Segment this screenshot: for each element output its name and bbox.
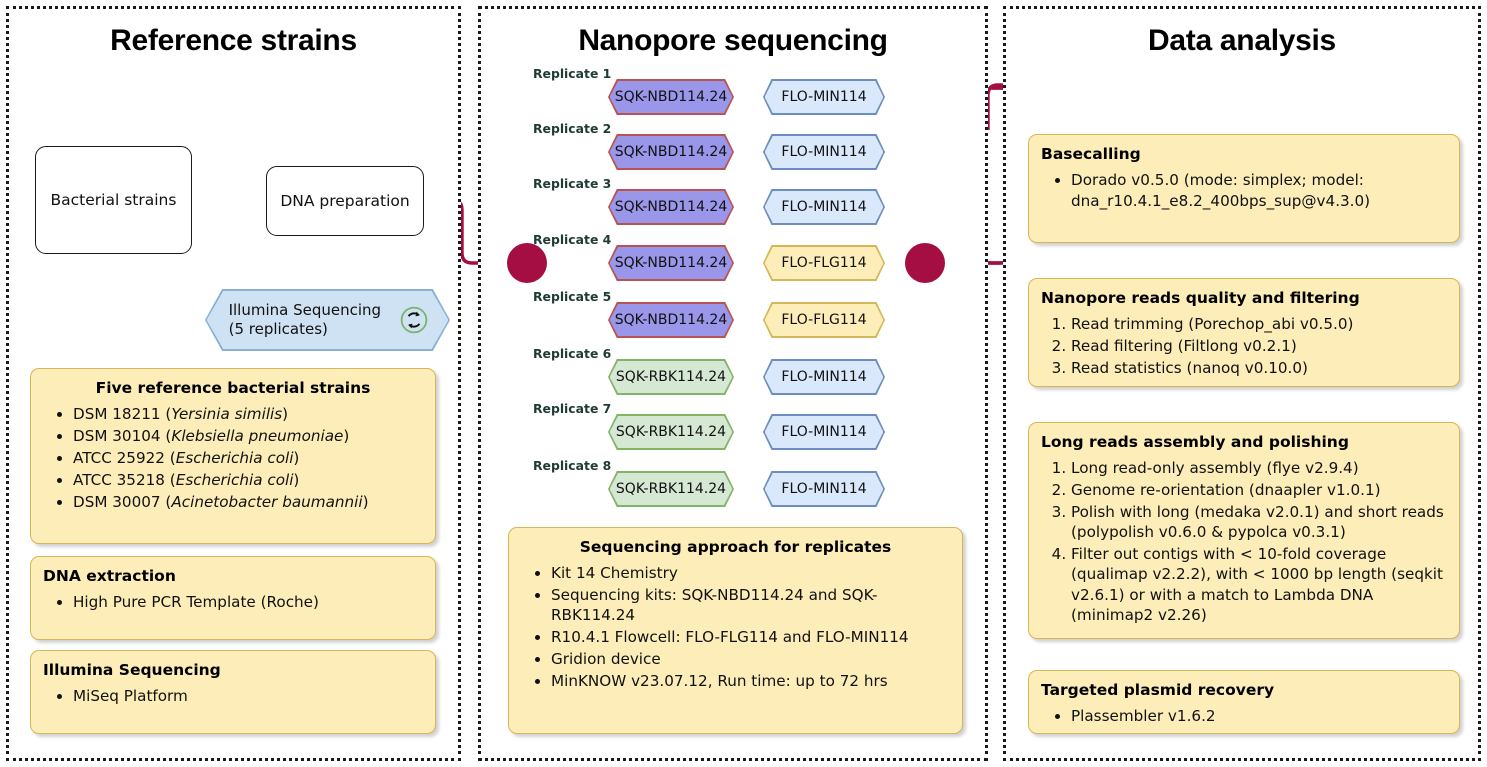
- chip-kit-4[interactable]: SQK-NBD114.24: [608, 245, 734, 281]
- chip-flowcell-label: FLO-MIN114: [781, 368, 867, 385]
- box-bacterial-strains-label: Bacterial strains: [50, 191, 177, 209]
- junction-node-output: [905, 243, 945, 283]
- list-item: Dorado v0.5.0 (mode: simplex; model: dna…: [1071, 170, 1447, 211]
- chip-kit-2[interactable]: SQK-NBD114.24: [608, 134, 734, 170]
- list-item: R10.4.1 Flowcell: FLO-FLG114 and FLO-MIN…: [551, 627, 950, 647]
- list-item: Long read-only assembly (flye v2.9.4): [1071, 458, 1447, 478]
- loop-icon: [401, 306, 428, 334]
- list-item: High Pure PCR Template (Roche): [73, 592, 423, 612]
- chip-kit-label: SQK-RBK114.24: [615, 423, 727, 440]
- list-item: MiSeq Platform: [73, 686, 423, 706]
- chip-flowcell-5[interactable]: FLO-FLG114: [763, 302, 885, 338]
- illumina-sequencing-list: MiSeq Platform: [43, 686, 423, 706]
- plasmid-recovery-list: Plassembler v1.6.2: [1041, 706, 1447, 726]
- list-item: DSM 18211 (Yersinia similis): [73, 404, 423, 424]
- note-basecalling: Basecalling Dorado v0.5.0 (mode: simplex…: [1028, 134, 1460, 243]
- panel-title-reference-strains: Reference strains: [110, 24, 357, 57]
- chip-flowcell-7[interactable]: FLO-MIN114: [763, 414, 885, 450]
- list-item: Filter out contigs with < 10-fold covera…: [1071, 544, 1447, 625]
- replicate-label-2: Replicate 2: [533, 121, 612, 136]
- chip-flowcell-label: FLO-MIN114: [781, 88, 867, 105]
- chip-flowcell-label: FLO-MIN114: [781, 143, 867, 160]
- note-heading: Sequencing approach for replicates: [579, 538, 892, 556]
- replicate-label-5: Replicate 5: [533, 289, 612, 304]
- replicate-label-3: Replicate 3: [533, 176, 612, 191]
- replicate-label-8: Replicate 8: [533, 458, 612, 473]
- chip-illumina-sequencing-label: Illumina Sequencing (5 replicates): [228, 301, 382, 338]
- list-item: DSM 30104 (Klebsiella pneumoniae): [73, 426, 423, 446]
- list-item: Read statistics (nanoq v0.10.0): [1071, 358, 1447, 378]
- chip-flowcell-label: FLO-MIN114: [781, 423, 867, 440]
- chip-kit-label: SQK-RBK114.24: [615, 368, 727, 385]
- sequencing-approach-list: Kit 14 Chemistry Sequencing kits: SQK-NB…: [521, 563, 950, 691]
- chip-flowcell-1[interactable]: FLO-MIN114: [763, 79, 885, 115]
- list-item: DSM 30007 (Acinetobacter baumannii): [73, 492, 423, 512]
- chip-kit-7[interactable]: SQK-RBK114.24: [608, 414, 734, 450]
- chip-kit-label: SQK-NBD114.24: [614, 198, 728, 215]
- chip-flowcell-2[interactable]: FLO-MIN114: [763, 134, 885, 170]
- note-dna-extraction: DNA extraction High Pure PCR Template (R…: [30, 556, 436, 640]
- chip-kit-6[interactable]: SQK-RBK114.24: [608, 359, 734, 395]
- chip-kit-5[interactable]: SQK-NBD114.24: [608, 302, 734, 338]
- note-five-reference-bacterial-strains: Five reference bacterial strains DSM 182…: [30, 368, 436, 544]
- replicate-label-1: Replicate 1: [533, 66, 612, 81]
- panel-title-data-analysis: Data analysis: [1148, 24, 1336, 57]
- box-bacterial-strains[interactable]: Bacterial strains: [35, 146, 192, 254]
- chip-flowcell-4[interactable]: FLO-FLG114: [763, 245, 885, 281]
- chip-kit-label: SQK-NBD114.24: [614, 311, 728, 328]
- chip-flowcell-6[interactable]: FLO-MIN114: [763, 359, 885, 395]
- list-item: Sequencing kits: SQK-NBD114.24 and SQK-R…: [551, 585, 950, 626]
- chip-flowcell-label: FLO-FLG114: [781, 254, 867, 271]
- junction-node-input: [507, 243, 547, 283]
- strain-list: DSM 18211 (Yersinia similis) DSM 30104 (…: [43, 404, 423, 512]
- list-item: Kit 14 Chemistry: [551, 563, 950, 583]
- chip-kit-label: SQK-NBD114.24: [614, 88, 728, 105]
- list-item: ATCC 35218 (Escherichia coli): [73, 470, 423, 490]
- basecalling-list: Dorado v0.5.0 (mode: simplex; model: dna…: [1041, 170, 1447, 211]
- note-heading: Nanopore reads quality and filtering: [1041, 289, 1360, 307]
- note-illumina-sequencing: Illumina Sequencing MiSeq Platform: [30, 650, 436, 734]
- list-item: Polish with long (medaka v2.0.1) and sho…: [1071, 502, 1447, 543]
- chip-kit-1[interactable]: SQK-NBD114.24: [608, 79, 734, 115]
- list-item: Read trimming (Porechop_abi v0.5.0): [1071, 314, 1447, 334]
- chip-flowcell-label: FLO-MIN114: [781, 480, 867, 497]
- reads-quality-list: Read trimming (Porechop_abi v0.5.0) Read…: [1041, 314, 1447, 378]
- chip-illumina-sequencing[interactable]: Illumina Sequencing (5 replicates): [205, 289, 450, 351]
- chip-kit-8[interactable]: SQK-RBK114.24: [608, 471, 734, 507]
- note-reads-quality-filtering: Nanopore reads quality and filtering Rea…: [1028, 278, 1460, 387]
- replicate-label-6: Replicate 6: [533, 346, 612, 361]
- dna-extraction-list: High Pure PCR Template (Roche): [43, 592, 423, 612]
- note-assembly-polishing: Long reads assembly and polishing Long r…: [1028, 422, 1460, 639]
- box-dna-preparation[interactable]: DNA preparation: [266, 166, 424, 236]
- box-dna-preparation-label: DNA preparation: [280, 192, 410, 210]
- note-sequencing-approach: Sequencing approach for replicates Kit 1…: [508, 527, 963, 734]
- list-item: MinKNOW v23.07.12, Run time: up to 72 hr…: [551, 671, 950, 691]
- list-item: Plassembler v1.6.2: [1071, 706, 1447, 726]
- note-heading: Targeted plasmid recovery: [1041, 681, 1275, 699]
- chip-kit-3[interactable]: SQK-NBD114.24: [608, 189, 734, 225]
- assembly-polishing-list: Long read-only assembly (flye v2.9.4) Ge…: [1041, 458, 1447, 625]
- note-heading: Illumina Sequencing: [43, 661, 221, 679]
- list-item: Genome re-orientation (dnaapler v1.0.1): [1071, 480, 1447, 500]
- list-item: Read filtering (Filtlong v0.2.1): [1071, 336, 1447, 356]
- chip-flowcell-8[interactable]: FLO-MIN114: [763, 471, 885, 507]
- chip-flowcell-label: FLO-FLG114: [781, 311, 867, 328]
- chip-flowcell-label: FLO-MIN114: [781, 198, 867, 215]
- panel-title-nanopore-sequencing: Nanopore sequencing: [578, 24, 888, 57]
- replicate-label-7: Replicate 7: [533, 401, 612, 416]
- note-heading: Five reference bacterial strains: [95, 379, 371, 397]
- chip-kit-label: SQK-RBK114.24: [615, 480, 727, 497]
- chip-kit-label: SQK-NBD114.24: [614, 254, 728, 271]
- note-heading: Basecalling: [1041, 145, 1141, 163]
- note-heading: Long reads assembly and polishing: [1041, 433, 1349, 451]
- replicate-label-4: Replicate 4: [533, 232, 612, 247]
- note-targeted-plasmid-recovery: Targeted plasmid recovery Plassembler v1…: [1028, 670, 1460, 734]
- list-item: ATCC 25922 (Escherichia coli): [73, 448, 423, 468]
- list-item: Gridion device: [551, 649, 950, 669]
- note-heading: DNA extraction: [43, 567, 176, 585]
- chip-flowcell-3[interactable]: FLO-MIN114: [763, 189, 885, 225]
- chip-kit-label: SQK-NBD114.24: [614, 143, 728, 160]
